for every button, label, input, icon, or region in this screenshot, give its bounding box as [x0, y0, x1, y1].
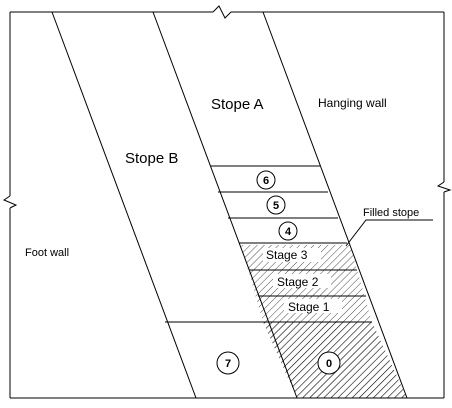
foot-wall-label: Foot wall — [25, 247, 69, 259]
stage-3-label-bg — [263, 248, 321, 262]
stope-divider-line — [152, 11, 298, 399]
frame-top-break — [212, 5, 232, 19]
circle-marker — [278, 221, 298, 241]
sequence-number: 0 — [326, 358, 332, 370]
sequence-number: 7 — [225, 358, 231, 370]
stage-1-label-bg — [284, 299, 342, 313]
stage-2-label: Stage 2 — [277, 275, 319, 289]
foot-wall-contact — [51, 11, 197, 399]
frame-left-break — [2, 195, 18, 209]
sequence-marker-4: 4 — [278, 221, 298, 241]
sequence-marker-5: 5 — [266, 195, 286, 215]
frame — [2, 5, 452, 399]
stope-b-label: Stope B — [125, 150, 178, 167]
sequence-marker-0: 0 — [317, 351, 341, 375]
circle-marker — [266, 195, 286, 215]
stope-a-label: Stope A — [211, 96, 264, 113]
sequence-marker-6: 6 — [256, 170, 276, 190]
circle-marker — [256, 170, 276, 190]
lift-lines — [165, 165, 372, 323]
sequence-number: 4 — [285, 226, 292, 238]
sequence-marker-7: 7 — [216, 351, 240, 375]
sequence-number: 5 — [273, 200, 279, 212]
frame-right-break — [436, 181, 452, 193]
sequence-number: 6 — [263, 175, 269, 187]
filled-stope-label: Filled stope — [363, 207, 419, 219]
stage-1-label: Stage 1 — [288, 300, 330, 314]
orebody-walls — [51, 11, 408, 399]
hanging-wall-label: Hanging wall — [318, 96, 387, 110]
stage-3-label: Stage 3 — [266, 248, 308, 262]
hanging-wall-contact — [262, 11, 408, 399]
circle-marker — [216, 351, 240, 375]
filled-stope-leader — [345, 219, 433, 247]
stage-2-label-bg — [273, 274, 331, 288]
circle-marker — [317, 351, 341, 375]
